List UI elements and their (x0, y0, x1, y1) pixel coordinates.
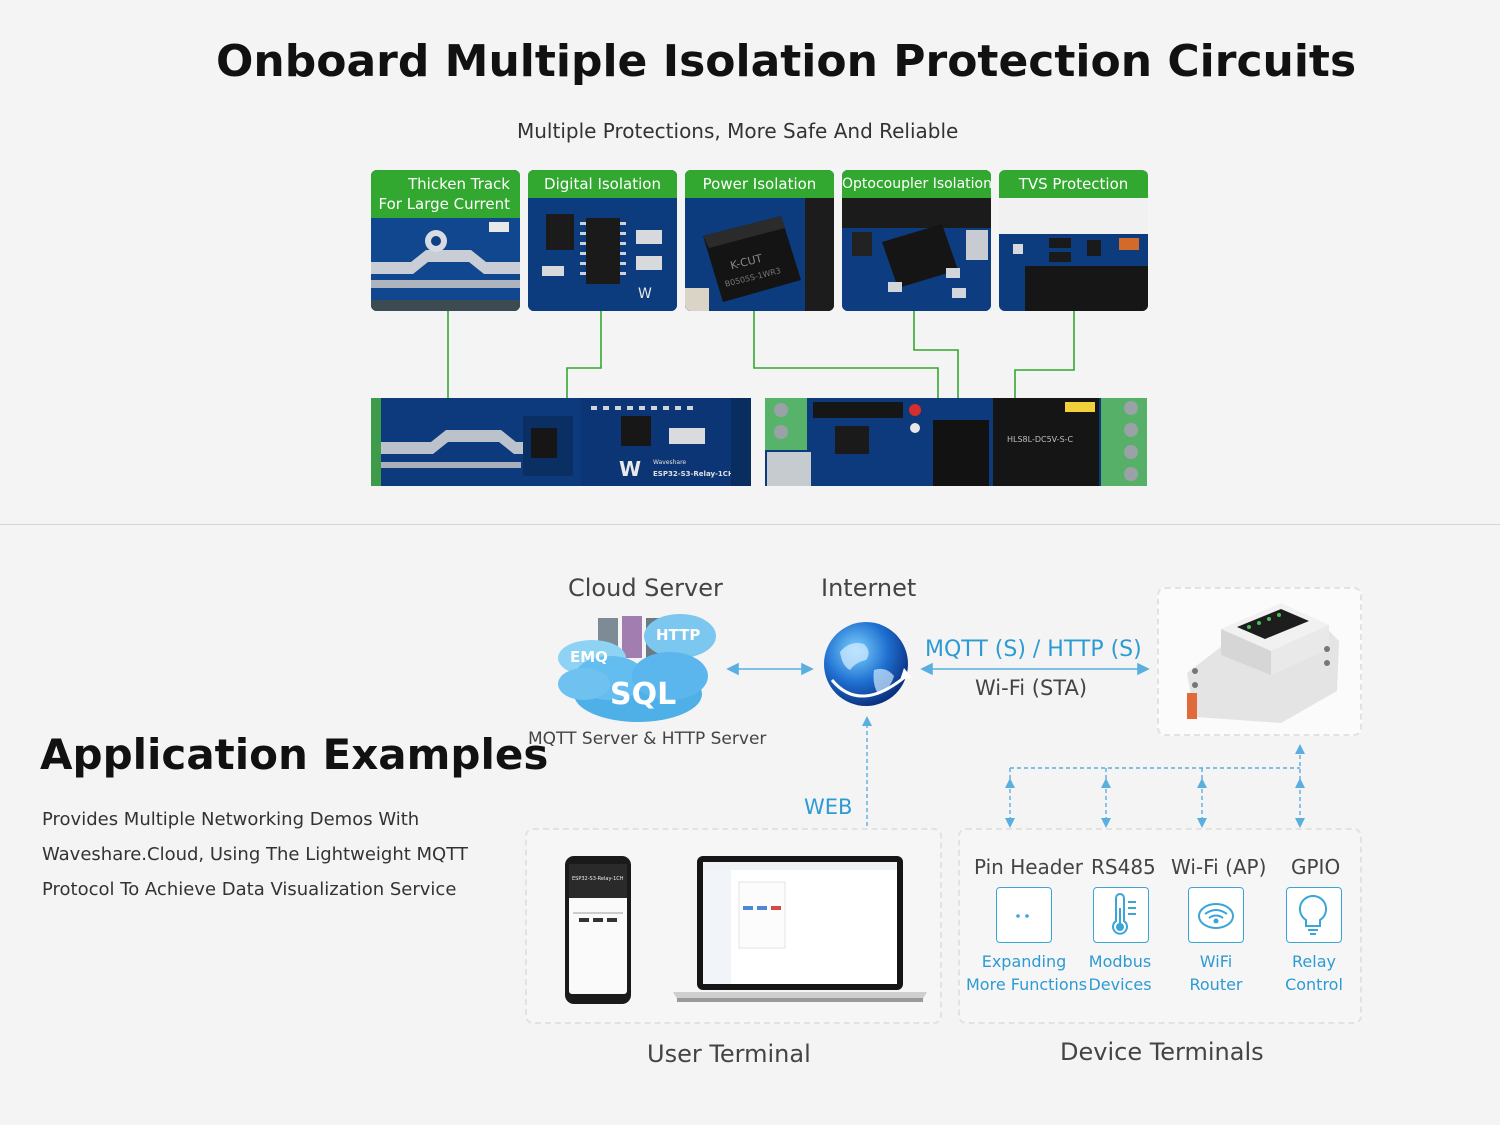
board-front-image: W Waveshare ESP32-S3-Relay-1CH (371, 398, 751, 486)
protection-tile-digital-isolation: W Digital Isolation (528, 170, 677, 311)
phone-title: ESP32-S3-Relay-1CH (572, 876, 624, 882)
section-divider (0, 524, 1500, 525)
user-terminal-label: User Terminal (647, 1040, 811, 1068)
application-description: Provides Multiple Networking Demos With … (42, 802, 468, 907)
cloud-server-label: Cloud Server (568, 574, 723, 602)
board-model: ESP32-S3-Relay-1CH (653, 470, 734, 478)
caption-line: WiFi (1199, 952, 1233, 971)
internet-label: Internet (821, 574, 917, 602)
caption-line: Control (1285, 975, 1343, 994)
interface-gpio-label: GPIO (1291, 855, 1341, 879)
interface-pin-header-label: Pin Header (974, 855, 1084, 879)
tile-label: Thicken Track For Large Current (371, 170, 520, 218)
caption-line: Devices (1088, 975, 1152, 994)
description-line: Provides Multiple Networking Demos With (42, 809, 420, 830)
gpio-caption: Relay Control (1278, 950, 1350, 996)
wifi-sta-label: Wi-Fi (STA) (975, 676, 1088, 700)
svg-text:W: W (619, 457, 641, 481)
svg-text:W: W (638, 286, 652, 302)
pin-header-icon (996, 887, 1052, 943)
lightbulb-icon (1286, 887, 1342, 943)
protection-tile-tvs: TVS Protection (999, 170, 1148, 311)
globe-icon (824, 622, 912, 706)
tile-label: Power Isolation (685, 170, 834, 198)
rs485-caption: Modbus Devices (1084, 950, 1156, 996)
phone-and-laptop-image: ESP32-S3-Relay-1CH (565, 856, 927, 1004)
wifi-ap-caption: WiFi Router (1180, 950, 1252, 996)
caption-line: Router (1189, 975, 1243, 994)
pin-header-caption: Expanding More Functions (966, 950, 1088, 996)
device-image-box (1157, 587, 1362, 736)
protection-tile-thick-track: Thicken Track For Large Current (371, 170, 520, 311)
tile-label: Optocoupler Isolation (842, 170, 991, 198)
description-line: Protocol To Achieve Data Visualization S… (42, 879, 457, 900)
section-subtitle: Multiple Protections, More Safe And Reli… (517, 119, 959, 143)
http-tag: HTTP (656, 626, 700, 644)
device-terminals-label: Device Terminals (1060, 1038, 1264, 1066)
tile-label: Digital Isolation (528, 170, 677, 198)
relay-text: HLS8L-DC5V-S-C (1007, 435, 1074, 444)
emq-tag: EMQ (570, 648, 608, 666)
caption-line: Relay (1292, 952, 1336, 971)
cloud-server-icon: EMQ HTTP SQL (558, 614, 716, 722)
protection-tile-optocoupler: Optocoupler Isolation (842, 170, 991, 311)
protection-tile-power-isolation: K-CUT B0505S-1WR3 Power Isolation (685, 170, 834, 311)
din-rail-device-image (1187, 603, 1339, 723)
caption-line: More Functions (966, 975, 1088, 994)
tile-label: TVS Protection (999, 170, 1148, 198)
protocol-label: MQTT (S) / HTTP (S) (925, 637, 1142, 662)
board-back-image: HLS8L-DC5V-S-C (765, 398, 1147, 486)
tile-label-text: Thicken Track For Large Current (378, 175, 510, 213)
caption-line: Expanding (981, 952, 1067, 971)
application-title: Application Examples (40, 730, 549, 779)
description-line: Waveshare.Cloud, Using The Lightweight M… (42, 844, 468, 865)
thermometer-icon (1093, 887, 1149, 943)
web-label: WEB (804, 795, 853, 819)
board-brand: Waveshare (653, 459, 686, 466)
caption-line: Modbus (1088, 952, 1152, 971)
user-terminal-box: ESP32-S3-Relay-1CH (525, 828, 942, 1024)
server-caption: MQTT Server & HTTP Server (528, 729, 767, 749)
wifi-router-icon (1188, 887, 1244, 943)
sql-tag: SQL (610, 677, 676, 712)
interface-wifi-ap-label: Wi-Fi (AP) (1171, 855, 1267, 879)
section-title: Onboard Multiple Isolation Protection Ci… (216, 36, 1357, 87)
interface-rs485-label: RS485 (1091, 855, 1156, 879)
